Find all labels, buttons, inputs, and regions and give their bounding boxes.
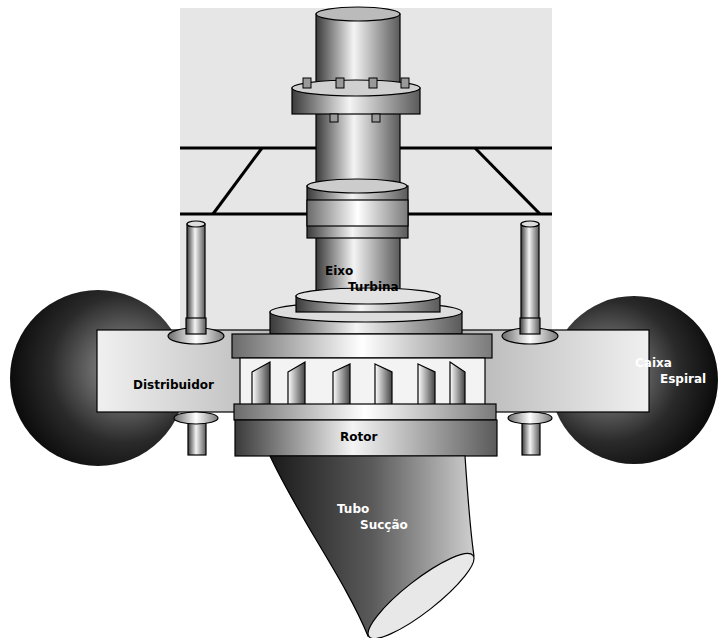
part-label: Distribuidor — [133, 377, 214, 393]
part-label: Tubo Sucção — [337, 501, 408, 533]
part-label: Caixa Espiral — [635, 355, 706, 387]
part-label: Rotor — [340, 429, 377, 445]
part-label: Eixo Turbina — [325, 263, 399, 295]
